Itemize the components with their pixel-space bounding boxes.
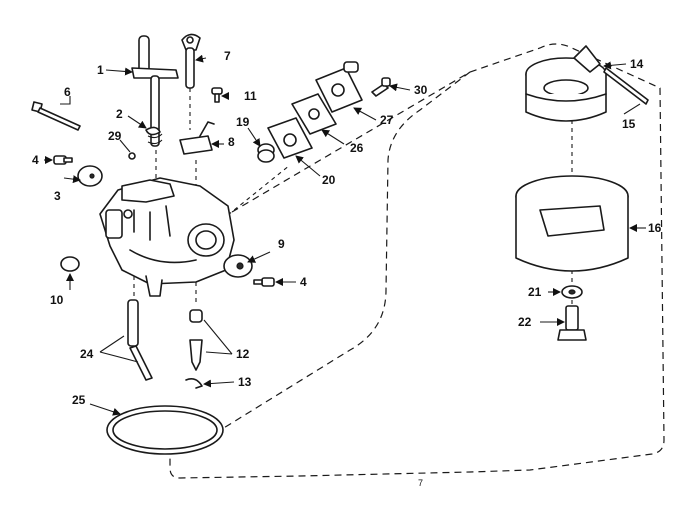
plug-10-part: [60, 256, 80, 272]
leader-29: [119, 139, 131, 153]
choke-shaft-part: [181, 33, 201, 89]
callout-27: 27: [380, 113, 394, 127]
small-screw-right-part: [253, 277, 275, 287]
callout-16: 16: [648, 221, 662, 235]
bracket-part: [179, 121, 215, 155]
leader-19: [247, 127, 261, 147]
jet-24-part: [127, 299, 153, 381]
callout-8: 8: [228, 135, 235, 149]
leader-3: [63, 175, 81, 184]
leader-1: [105, 67, 133, 76]
small-screw-left-part: [53, 155, 73, 165]
callout-25: 25: [72, 393, 86, 407]
footer-mark: 7: [418, 478, 423, 488]
leader-30: [389, 83, 411, 92]
callout-4-right: 4: [300, 275, 307, 289]
leader-9: [247, 251, 271, 263]
check-ball-part: [128, 152, 136, 160]
leader-27: [353, 107, 377, 121]
callout-19: 19: [236, 115, 250, 129]
callout-7: 7: [224, 49, 231, 63]
callout-29: 29: [108, 129, 122, 143]
pump-alignment: [227, 164, 291, 216]
callout-9: 9: [278, 237, 285, 251]
callout-1: 1: [97, 63, 104, 77]
leader-13: [203, 379, 235, 388]
hinge-pin-15-part: [603, 67, 649, 105]
leader-6: [60, 96, 71, 105]
callout-6: 6: [64, 85, 71, 99]
callout-4-left: 4: [32, 153, 39, 167]
leader-24: [99, 335, 139, 363]
callout-15: 15: [622, 117, 636, 131]
leader-26: [321, 129, 345, 145]
callout-26: 26: [350, 141, 364, 155]
gasket-20-part: [267, 117, 313, 159]
callout-11: 11: [244, 89, 257, 103]
throttle-spring-part: [145, 126, 163, 145]
small-screw-11-part: [211, 87, 223, 103]
callout-20: 20: [322, 173, 336, 187]
leader-2: [127, 115, 147, 129]
bowl-gasket-25-part: [106, 405, 224, 455]
leader-25: [89, 403, 121, 416]
spring-19-part: [257, 143, 275, 163]
callout-24: 24: [80, 347, 94, 361]
washer-21-part: [561, 285, 583, 299]
callout-13: 13: [238, 375, 252, 389]
leader-20: [295, 155, 321, 177]
pump-cover-part: [315, 61, 363, 113]
leader-7: [195, 54, 207, 63]
callout-10: 10: [50, 293, 64, 307]
bowl-nut-22-part: [557, 305, 587, 341]
callout-2: 2: [116, 107, 123, 121]
leader-12: [203, 319, 233, 355]
float-14-part: [525, 45, 607, 122]
callout-3: 3: [54, 189, 61, 203]
bowl-group-dashed-outline: [169, 43, 665, 479]
gasket-26-part: [291, 93, 337, 135]
callout-30: 30: [414, 83, 428, 97]
callout-12: 12: [236, 347, 250, 361]
carburetor-body: [99, 177, 235, 297]
long-screw-part: [31, 101, 81, 131]
callout-22: 22: [518, 315, 532, 329]
leader-14: [603, 61, 627, 70]
callout-21: 21: [528, 285, 542, 299]
screw-30-part: [371, 77, 391, 97]
leader-15: [623, 103, 641, 115]
float-bowl-16-part: [515, 175, 629, 272]
clip-13-part: [185, 378, 203, 389]
needle-seat-12-part: [189, 309, 203, 371]
callout-14: 14: [630, 57, 644, 71]
bowl-group-dashed-inner: [179, 71, 471, 456]
throttle-plate-part: [77, 165, 103, 187]
plate-9-part: [223, 254, 253, 278]
